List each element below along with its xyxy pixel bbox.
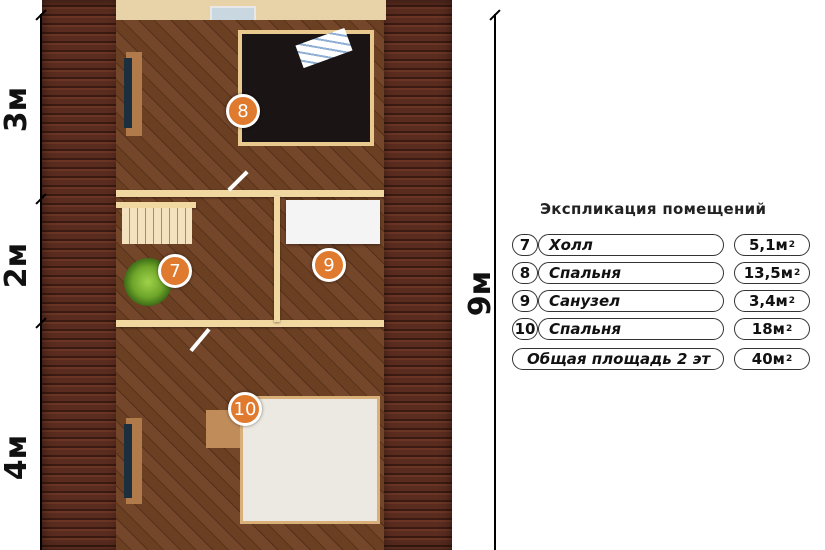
legend-number-10: 10 (512, 318, 538, 340)
dimension-label-4m: 4м (0, 434, 35, 481)
legend-name-10: Спальня (538, 318, 724, 340)
left-exterior-wall (42, 0, 120, 550)
dimension-label-3m: 3м (0, 86, 35, 133)
room-marker-9: 9 (312, 248, 346, 282)
legend-name-7: Холл (538, 234, 724, 256)
left-dimension-line (40, 14, 42, 550)
legend-number-8: 8 (512, 262, 538, 284)
dimension-label-total: 9м (463, 270, 499, 317)
legend-number-7: 7 (512, 234, 538, 256)
legend-number-9: 9 (512, 290, 538, 312)
bed-lower (240, 396, 380, 524)
partition-wall-upper (116, 190, 384, 197)
room-marker-10: 10 (228, 392, 262, 426)
room-marker-7: 7 (158, 254, 192, 288)
legend-title: Экспликация помещений (540, 200, 767, 218)
partition-wall-lower (116, 320, 384, 327)
right-dimension-line (494, 14, 496, 550)
legend-name-8: Спальня (538, 262, 724, 284)
floor-plan: 8 7 9 10 (30, 0, 460, 550)
legend-total-label: Общая площадь 2 эт (512, 348, 724, 370)
partition-wall-vertical (274, 196, 280, 322)
tv-lower-screen (124, 424, 132, 498)
stair-wall (116, 202, 196, 208)
staircase (122, 208, 192, 244)
tv-upper-screen (124, 58, 132, 128)
bathroom-fixture (286, 200, 380, 244)
right-exterior-wall (382, 0, 452, 550)
room-marker-8: 8 (226, 94, 260, 128)
dimension-label-2m: 2м (0, 242, 35, 289)
legend-name-9: Санузел (538, 290, 724, 312)
